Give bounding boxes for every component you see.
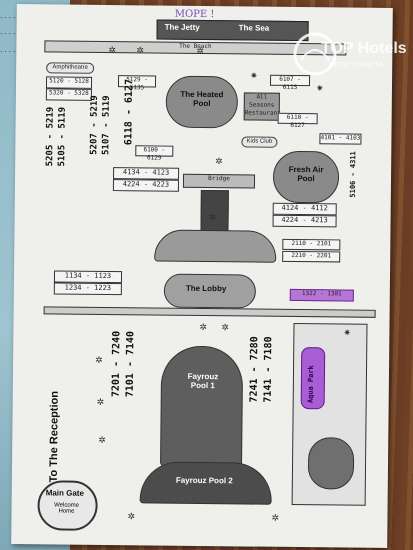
palm-icon: ✲: [196, 45, 204, 57]
jetty-label: The Jetty: [164, 22, 200, 32]
room-block-vertical: 6118 - 6127: [123, 78, 136, 146]
room-block-vertical: 5106 - 4311: [348, 151, 358, 198]
welcome-home-label: Welcome Home: [54, 502, 80, 515]
room-block: 5120 - 5128: [45, 76, 93, 89]
room-block-vertical: 5205 - 5219: [45, 106, 56, 167]
room-block: 1234 - 1223: [53, 282, 122, 296]
room-block: 5320 - 5328: [45, 88, 92, 101]
blue-paper-text: · · · ·: [0, 30, 16, 38]
fresh-air-pool-label: Fresh Air Pool: [288, 164, 324, 184]
watermark-brand: TOP Hotels: [321, 40, 407, 57]
palm-icon: ✲: [136, 45, 144, 56]
palm-icon: ✲: [208, 212, 217, 223]
room-block-vertical: 7141 - 7180: [262, 336, 275, 403]
room-block: 2210 - 2201: [282, 250, 341, 263]
room-block: 4224 - 4213: [272, 214, 337, 228]
room-block-vertical: 5105 - 5119: [57, 106, 68, 167]
fayrouz-pool-1-label: Fayrouz Pool 1: [187, 371, 219, 391]
bridge: Bridge: [182, 173, 256, 189]
palm-icon: ✲: [108, 45, 116, 56]
kids-club-sign: Kids Club: [241, 136, 278, 148]
aqua-park-label: Aqua Park: [306, 365, 316, 404]
tophotels-watermark: TOP Hotels ФОТО ТУРИСТА: [291, 30, 409, 86]
heated-pool-label: The Heated Pool: [180, 89, 224, 109]
room-block-vertical: 5207 - 5219: [89, 95, 100, 155]
palm-icon: ✲: [199, 321, 208, 333]
palm-icon: ✲: [271, 512, 280, 523]
bridge-pillar: [200, 189, 229, 233]
walkway: [43, 306, 376, 318]
aqua-park-pool: [307, 437, 355, 490]
palm-icon: ✲: [98, 434, 106, 446]
palm-icon: ✲: [127, 511, 136, 522]
main-gate-label: Main Gate: [45, 488, 84, 498]
bridge-label: Bridge: [208, 175, 230, 183]
fayrouz-pool-2-label: Fayrouz Pool 2: [175, 475, 233, 486]
room-block: 4134 - 4123: [113, 167, 180, 180]
palm-icon: ✷: [343, 327, 352, 338]
room-block-vertical: 7241 - 7280: [248, 336, 261, 403]
room-block: 2110 - 2101: [282, 238, 341, 251]
lobby-label: The Lobby: [185, 283, 227, 294]
room-block: 4101 - 4103: [319, 133, 362, 145]
palm-icon: ✷: [250, 70, 258, 81]
watermark-sub: ФОТО ТУРИСТА: [329, 62, 384, 69]
handwritten-note: MOPE !: [174, 8, 215, 21]
all-seasons-restaurant: All Seasons Restaurant: [243, 92, 281, 121]
room-block-vertical: 5107 - 5119: [101, 95, 112, 156]
sea-label: The Sea: [238, 23, 270, 33]
palm-icon: ✲: [95, 354, 103, 365]
room-block: 6100 - 6129: [135, 145, 174, 161]
room-block-vertical: 7201 - 7240: [110, 330, 123, 398]
blue-paper-text: · · · · · ·: [0, 14, 25, 22]
room-block: 1134 - 1123: [53, 270, 123, 284]
room-block: 4224 - 4223: [112, 179, 180, 192]
watermark-logo: [293, 32, 337, 76]
to-reception-label: To The Reception: [47, 390, 61, 483]
room-block-highlighted: 1322 - 1301: [289, 288, 354, 302]
room-block: 4124 - 4112: [272, 202, 337, 216]
amphitheatre-sign: Amphitheatre: [46, 62, 95, 74]
palm-icon: ✲: [221, 322, 230, 333]
room-block: 6110 - 6127: [277, 112, 318, 129]
palm-icon: ✲: [96, 396, 105, 407]
room-block-vertical: 7101 - 7140: [124, 330, 137, 398]
palm-icon: ✲: [215, 156, 223, 167]
blue-paper-text: · · · · ·: [0, 48, 21, 56]
fayrouz-pool-1: [159, 345, 244, 469]
restaurant-dome: [154, 229, 277, 263]
